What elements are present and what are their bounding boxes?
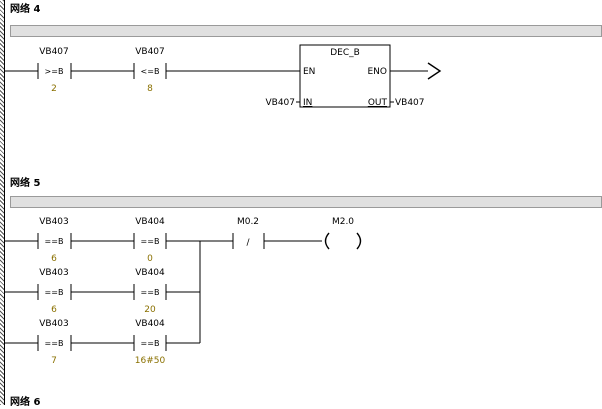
network-5-title[interactable]: 网络 5 (10, 178, 41, 189)
contact-operator: ==B (45, 288, 64, 297)
contact-address: VB407 (135, 47, 165, 57)
contact-operator: ==B (141, 339, 160, 348)
contact-value: 6 (51, 254, 57, 264)
dec-b-in-pin: IN (303, 98, 312, 108)
contact-address: VB404 (135, 217, 165, 227)
compare-contact[interactable]: VB407 <=B 8 (133, 47, 167, 94)
contact-address: VB404 (135, 268, 165, 278)
compare-contact[interactable]: VB407 >=B 2 (37, 47, 72, 94)
contact-address: VB407 (39, 47, 69, 57)
coil-address: M2.0 (332, 217, 354, 227)
compare-contact[interactable]: VB403 ==B 7 (37, 319, 72, 366)
contact-address: VB403 (39, 217, 69, 227)
negation-slash-icon: / (246, 238, 250, 248)
contact-value: 6 (51, 305, 57, 315)
contact-address: M0.2 (237, 217, 259, 227)
eno-arrow-icon (427, 62, 442, 80)
contact-operator: ==B (45, 237, 64, 246)
network-6-title[interactable]: 网络 6 (10, 397, 41, 408)
contact-value: 2 (51, 84, 57, 94)
compare-contact[interactable]: VB404 ==B 20 (133, 268, 167, 315)
coil-right-paren-icon (356, 232, 362, 250)
contact-operator: >=B (45, 67, 64, 76)
contact-operator: ==B (141, 237, 160, 246)
contact-value: 0 (147, 254, 153, 264)
compare-contact[interactable]: VB404 ==B 16#50 (133, 319, 167, 366)
dec-b-in-operand[interactable]: VB407 (265, 98, 295, 108)
compare-contact[interactable]: VB403 ==B 6 (37, 217, 72, 264)
dec-b-box-title: DEC_B (330, 48, 360, 58)
left-power-rail (0, 0, 5, 405)
contact-operator: ==B (141, 288, 160, 297)
coil-left-paren-icon (324, 232, 330, 250)
compare-contact[interactable]: VB403 ==B 6 (37, 268, 72, 315)
dec-b-box[interactable] (299, 44, 391, 108)
dec-b-out-operand[interactable]: VB407 (395, 98, 425, 108)
contact-operator: <=B (141, 67, 160, 76)
contact-address: VB404 (135, 319, 165, 329)
dec-b-en-pin: EN (303, 67, 315, 77)
compare-contact[interactable]: VB404 ==B 0 (133, 217, 167, 264)
dec-b-eno-pin: ENO (367, 67, 387, 77)
contact-value: 7 (51, 356, 57, 366)
normally-closed-contact[interactable]: M0.2 / (232, 217, 265, 249)
dec-b-out-pin: OUT (368, 98, 388, 108)
network-4-title[interactable]: 网络 4 (10, 4, 41, 15)
contact-address: VB403 (39, 268, 69, 278)
contact-value: 16#50 (135, 356, 166, 366)
output-coil[interactable]: M2.0 (324, 217, 362, 250)
contact-value: 20 (144, 305, 156, 315)
contact-address: VB403 (39, 319, 69, 329)
contact-value: 8 (147, 84, 153, 94)
contact-operator: ==B (45, 339, 64, 348)
